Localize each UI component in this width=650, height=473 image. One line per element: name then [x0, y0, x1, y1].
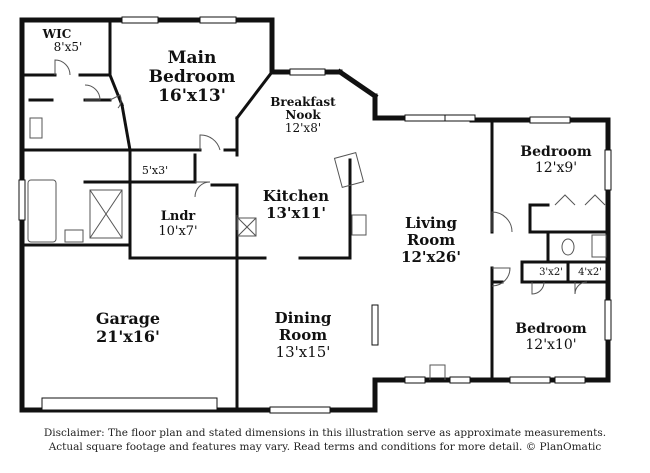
bedroom-2-name: Bedroom — [520, 144, 592, 160]
dining-room-name-2: Room — [279, 326, 327, 344]
nook-name-1: Breakfast — [270, 95, 336, 109]
disclaimer-line-2: Actual square footage and features may v… — [48, 441, 602, 453]
doors — [54, 59, 606, 380]
garage-name: Garage — [96, 309, 160, 328]
closet-3x2-dim: 3'x2' — [539, 267, 563, 278]
living-room-dim: 12'x26' — [401, 248, 461, 266]
closet-5x3-dim: 5'x3' — [142, 164, 168, 177]
interior-walls — [20, 18, 610, 412]
room-labels: WIC 8'x5' Main Bedroom 16'x13' Breakfast… — [42, 27, 602, 361]
disclaimer-line-1: Disclaimer: The floor plan and stated di… — [43, 427, 607, 439]
kitchen-dim: 13'x11' — [266, 204, 326, 222]
laundry-dim: 10'x7' — [158, 224, 197, 239]
laundry-name: Lndr — [161, 209, 196, 224]
closet-4x2-dim: 4'x2' — [578, 267, 602, 278]
main-bedroom-name-1: Main — [168, 48, 217, 68]
wic-name: WIC — [42, 27, 72, 41]
main-bedroom-name-2: Bedroom — [149, 67, 236, 87]
nook-name-2: Nook — [285, 108, 321, 122]
dining-room-dim: 13'x15' — [276, 343, 331, 361]
kitchen-name: Kitchen — [263, 187, 329, 205]
dining-room-name-1: Dining — [275, 309, 332, 327]
wic-dim: 8'x5' — [54, 40, 83, 54]
living-room-name-2: Room — [407, 231, 455, 249]
bedroom-3-name: Bedroom — [515, 321, 587, 337]
main-bedroom-dim: 16'x13' — [158, 86, 226, 106]
garage-dim: 21'x16' — [96, 327, 160, 346]
nook-dim: 12'x8' — [285, 121, 321, 135]
bedroom-2-dim: 12'x9' — [535, 160, 577, 176]
fixtures — [27, 117, 607, 258]
living-room-name-1: Living — [405, 214, 458, 232]
bedroom-3-dim: 12'x10' — [525, 337, 576, 353]
windows — [18, 16, 612, 414]
garage-door — [41, 397, 218, 411]
